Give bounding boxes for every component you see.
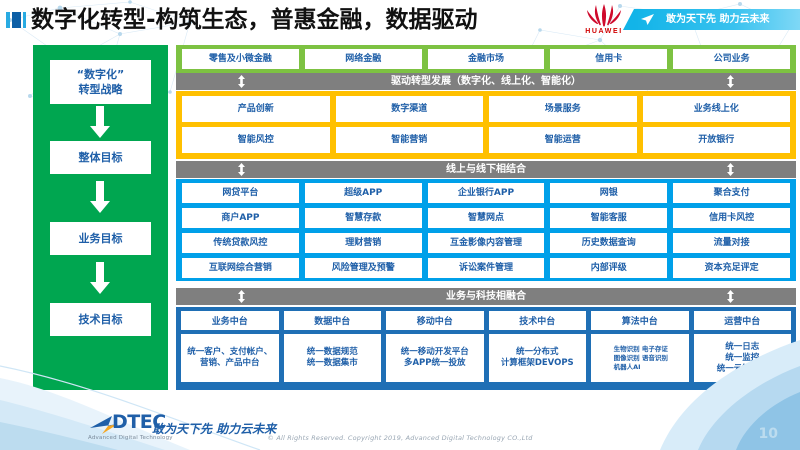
channel-item[interactable]: 内部评级 bbox=[550, 258, 668, 278]
paper-plane-icon bbox=[641, 14, 654, 25]
channel-item[interactable]: 流量对接 bbox=[673, 233, 790, 253]
business-line-item[interactable]: 零售及小微金融 bbox=[182, 49, 299, 69]
dtec-wordmark: DTEC bbox=[112, 411, 166, 433]
middle-platform-head: 运营中台 bbox=[693, 311, 791, 330]
transformation-row: 产品创新 数字渠道 场景服务 业务线上化 bbox=[182, 96, 790, 122]
channel-item[interactable]: 历史数据查询 bbox=[550, 233, 668, 253]
copyright-text: © All Rights Reserved. Copyright 2019, A… bbox=[267, 434, 533, 442]
middle-platform-columns: 业务中台 统一客户、支付帐户、营销、产品中台 数据中台 统一数据规范 统一数据集… bbox=[181, 311, 791, 382]
channel-item[interactable]: 智能客服 bbox=[550, 208, 668, 228]
slide-header: 数字化转型-构筑生态，普惠金融，数据驱动 HUAWEI 敢为天下先 助力云未来 bbox=[0, 0, 800, 40]
connector-bar-business-tech-fusion: 业务与科技相融合 bbox=[176, 288, 796, 305]
double-arrow-icon bbox=[727, 163, 734, 176]
middle-platform-column-mobile[interactable]: 移动中台 统一移动开发平台 多APP统一投放 bbox=[386, 311, 484, 382]
strategy-box-2: 业务目标 bbox=[50, 222, 151, 255]
channel-item[interactable]: 商户APP bbox=[182, 208, 299, 228]
middle-platform-body: 生物识别 电子存证 图像识别 语音识别 机器人AI bbox=[591, 334, 689, 382]
channel-item[interactable]: 网银 bbox=[550, 183, 668, 203]
middle-platform-column-data[interactable]: 数据中台 统一数据规范 统一数据集市 bbox=[283, 311, 381, 382]
page-title: 数字化转型-构筑生态，普惠金融，数据驱动 bbox=[31, 7, 478, 33]
transformation-item[interactable]: 数字渠道 bbox=[335, 96, 483, 122]
slide-footer: DTEC Advanced Digital Technology 敢为天下先 助… bbox=[0, 340, 800, 450]
transformation-item[interactable]: 产品创新 bbox=[182, 96, 330, 122]
connector-bar-drive-transformation: 驱动转型发展（数字化、线上化、智能化） bbox=[176, 73, 796, 90]
channel-item[interactable]: 资本充足评定 bbox=[673, 258, 790, 278]
transformation-item[interactable]: 开放银行 bbox=[642, 127, 790, 153]
transformation-item[interactable]: 智能风控 bbox=[182, 127, 330, 153]
middle-platform-column-operations[interactable]: 运营中台 统一日志 统一监控 统一云管平台 bbox=[693, 311, 791, 382]
double-arrow-icon bbox=[238, 290, 245, 303]
transformation-band: 产品创新 数字渠道 场景服务 业务线上化 智能风控 智能营销 智能运营 开放银行 bbox=[176, 91, 796, 159]
strategy-column: “数字化” 转型战略 整体目标 业务目标 技术目标 bbox=[33, 45, 168, 390]
dtec-tagline: Advanced Digital Technology bbox=[88, 435, 173, 441]
page-number: 10 bbox=[758, 426, 778, 442]
transformation-row: 智能风控 智能营销 智能运营 开放银行 bbox=[182, 127, 790, 153]
down-arrow-icon bbox=[90, 181, 110, 213]
middle-platform-band: 业务中台 统一客户、支付帐户、营销、产品中台 数据中台 统一数据规范 统一数据集… bbox=[176, 307, 796, 390]
middle-platform-head: 移动中台 bbox=[386, 311, 484, 330]
business-line-item[interactable]: 网络金融 bbox=[304, 49, 422, 69]
banner-slogan-text: 敢为天下先 助力云未来 bbox=[666, 14, 770, 25]
connector-label: 业务与科技相融合 bbox=[446, 291, 526, 302]
transformation-item[interactable]: 智能运营 bbox=[489, 127, 637, 153]
channel-item[interactable]: 超级APP bbox=[304, 183, 422, 203]
middle-platform-head: 业务中台 bbox=[181, 311, 279, 330]
middle-platform-body: 统一客户、支付帐户、营销、产品中台 bbox=[181, 334, 279, 382]
channel-item[interactable]: 互联网综合营销 bbox=[182, 258, 299, 278]
channel-item[interactable]: 传统贷款风控 bbox=[182, 233, 299, 253]
channel-item[interactable]: 聚合支付 bbox=[673, 183, 790, 203]
middle-platform-head: 数据中台 bbox=[283, 311, 381, 330]
huawei-logo: HUAWEI bbox=[576, 2, 632, 40]
channel-item[interactable]: 企业银行APP bbox=[427, 183, 545, 203]
huawei-slogan-banner: 敢为天下先 助力云未来 bbox=[623, 9, 800, 30]
dtec-logo-icon bbox=[90, 416, 118, 434]
connector-label: 线上与线下相结合 bbox=[446, 164, 526, 175]
connector-bar-online-offline: 线上与线下相结合 bbox=[176, 161, 796, 178]
channel-application-band: 网贷平台 超级APP 企业银行APP 网银 聚合支付 商户APP 智慧存款 智慧… bbox=[176, 179, 796, 281]
title-accent-icon bbox=[6, 12, 26, 28]
middle-platform-body: 统一分布式 计算框架DEVOPS bbox=[488, 334, 586, 382]
middle-platform-head: 算法中台 bbox=[591, 311, 689, 330]
down-arrow-icon bbox=[90, 262, 110, 294]
channel-item[interactable]: 智慧网点 bbox=[427, 208, 545, 228]
double-arrow-icon bbox=[238, 75, 245, 88]
middle-platform-body: 统一数据规范 统一数据集市 bbox=[283, 334, 381, 382]
middle-platform-column-algorithm[interactable]: 算法中台 生物识别 电子存证 图像识别 语音识别 机器人AI bbox=[591, 311, 689, 382]
channel-item[interactable]: 网贷平台 bbox=[182, 183, 299, 203]
transformation-item[interactable]: 智能营销 bbox=[335, 127, 483, 153]
middle-platform-head: 技术中台 bbox=[488, 311, 586, 330]
channel-item[interactable]: 风险管理及预警 bbox=[304, 258, 422, 278]
double-arrow-icon bbox=[727, 75, 734, 88]
huawei-flower-icon bbox=[587, 4, 621, 27]
channel-item[interactable]: 信用卡风控 bbox=[673, 208, 790, 228]
middle-platform-body: 统一日志 统一监控 统一云管平台 bbox=[693, 334, 791, 382]
connector-label: 驱动转型发展（数字化、线上化、智能化） bbox=[391, 76, 581, 87]
strategy-box-1: 整体目标 bbox=[50, 141, 151, 174]
business-line-item[interactable]: 公司业务 bbox=[673, 49, 790, 69]
transformation-item[interactable]: 场景服务 bbox=[489, 96, 637, 122]
footer-slogan: 敢为天下先 助力云未来 bbox=[152, 422, 277, 436]
business-line-item[interactable]: 信用卡 bbox=[550, 49, 668, 69]
channel-row: 传统贷款风控 理财营销 互金影像内容管理 历史数据查询 流量对接 bbox=[182, 233, 790, 253]
channel-item[interactable]: 诉讼案件管理 bbox=[427, 258, 545, 278]
channel-item[interactable]: 理财营销 bbox=[304, 233, 422, 253]
channel-row: 商户APP 智慧存款 智慧网点 智能客服 信用卡风控 bbox=[182, 208, 790, 228]
channel-item[interactable]: 互金影像内容管理 bbox=[427, 233, 545, 253]
middle-platform-column-tech[interactable]: 技术中台 统一分布式 计算框架DEVOPS bbox=[488, 311, 586, 382]
business-line-item[interactable]: 金融市场 bbox=[427, 49, 545, 69]
double-arrow-icon bbox=[238, 163, 245, 176]
middle-platform-column-business[interactable]: 业务中台 统一客户、支付帐户、营销、产品中台 bbox=[181, 311, 279, 382]
double-arrow-icon bbox=[727, 290, 734, 303]
strategy-box-0: “数字化” 转型战略 bbox=[50, 60, 151, 104]
business-lines-row: 零售及小微金融 网络金融 金融市场 信用卡 公司业务 bbox=[182, 49, 790, 69]
business-lines-band: 零售及小微金融 网络金融 金融市场 信用卡 公司业务 bbox=[176, 45, 796, 73]
channel-item[interactable]: 智慧存款 bbox=[304, 208, 422, 228]
channel-row: 互联网综合营销 风险管理及预警 诉讼案件管理 内部评级 资本充足评定 bbox=[182, 258, 790, 278]
channel-row: 网贷平台 超级APP 企业银行APP 网银 聚合支付 bbox=[182, 183, 790, 203]
down-arrow-icon bbox=[90, 106, 110, 138]
huawei-wordmark: HUAWEI bbox=[585, 28, 623, 35]
transformation-item[interactable]: 业务线上化 bbox=[642, 96, 790, 122]
strategy-box-3: 技术目标 bbox=[50, 303, 151, 336]
middle-platform-body: 统一移动开发平台 多APP统一投放 bbox=[386, 334, 484, 382]
